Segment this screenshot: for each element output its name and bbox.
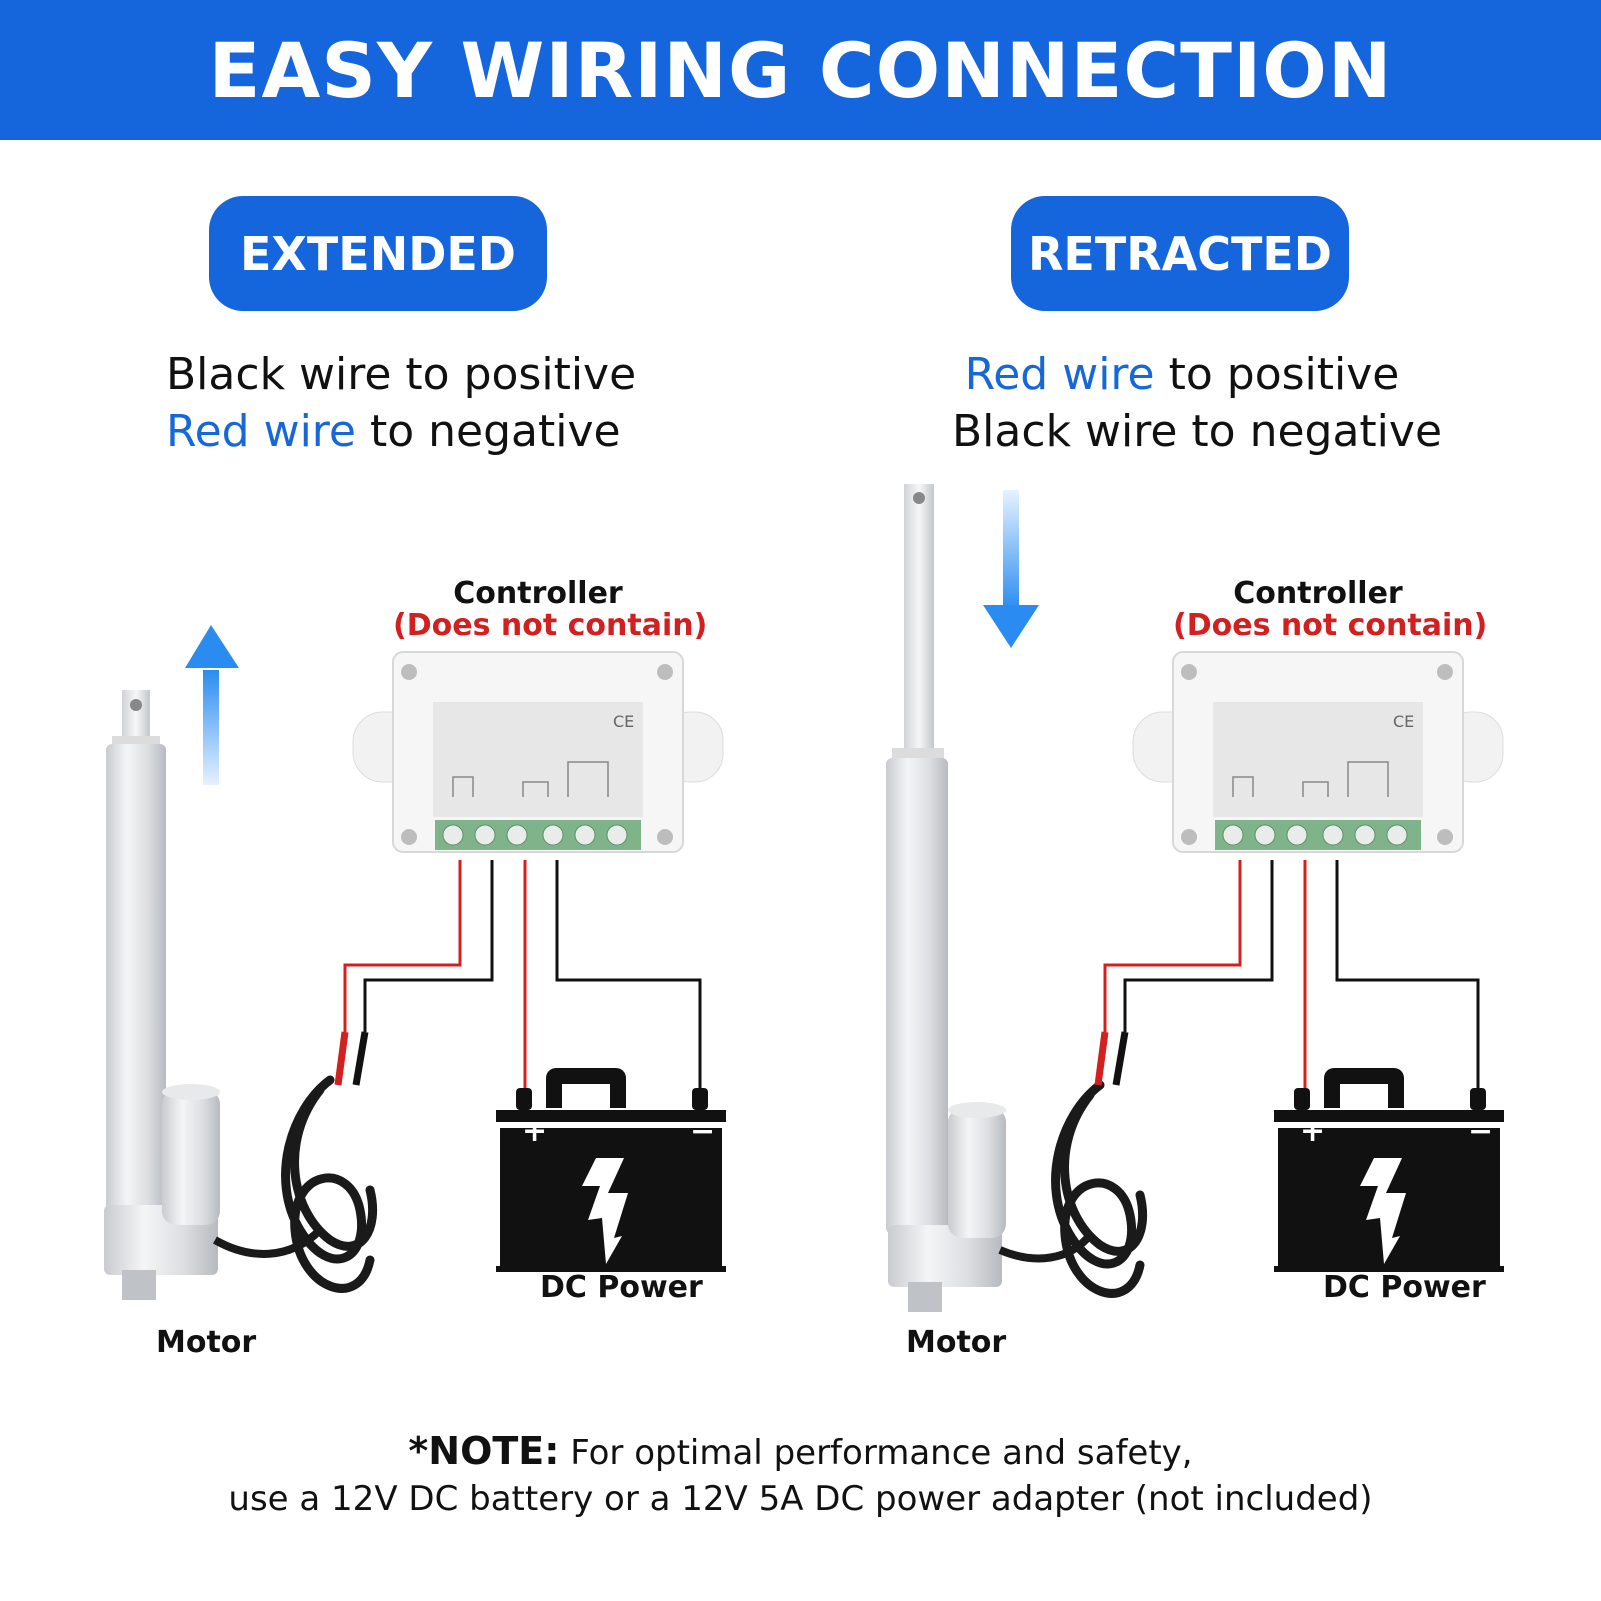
- retracted-line-1: Red wire to positive: [964, 349, 1400, 400]
- battery-left-minus: −: [690, 1114, 715, 1149]
- actuator-left: [104, 690, 323, 1300]
- wires-right: [1094, 860, 1480, 1090]
- note-line-2: use a 12V DC battery or a 12V 5A DC powe…: [228, 1479, 1373, 1519]
- power-right-label: DC Power: [1323, 1270, 1486, 1305]
- power-left-label: DC Power: [540, 1270, 703, 1305]
- motor-cable-coil-left: [286, 1080, 373, 1288]
- controller-right: [1132, 651, 1504, 853]
- arrow-down-icon: [983, 490, 1039, 648]
- header-banner: [0, 0, 1601, 140]
- extended-pill: EXTENDED: [209, 196, 547, 311]
- wires-left: [334, 860, 702, 1090]
- page-title: EASY WIRING CONNECTION: [208, 25, 1393, 115]
- retracted-line-2: Black wire to negative: [952, 406, 1443, 457]
- retracted-instructions: Red wire to positive Black wire to negat…: [952, 346, 1443, 460]
- controller-left: [352, 651, 724, 853]
- note-prefix: *NOTE:: [408, 1429, 560, 1473]
- battery-right: [1274, 1068, 1504, 1272]
- controller-right-note: (Does not contain): [1173, 608, 1488, 643]
- battery-left-plus: +: [522, 1114, 547, 1149]
- arrow-up-icon: [185, 625, 239, 785]
- extended-label: EXTENDED: [240, 226, 516, 281]
- extended-line-1: Black wire to positive: [166, 349, 637, 400]
- battery-right-plus: +: [1300, 1114, 1325, 1149]
- controller-left-label: Controller (Does not contain): [393, 576, 708, 643]
- extended-line-2: Red wire to negative: [166, 406, 621, 457]
- battery-left: [496, 1068, 726, 1272]
- retracted-label: RETRACTED: [1028, 226, 1332, 281]
- motor-cable-coil-right: [1056, 1085, 1143, 1293]
- footer-note: *NOTE: For optimal performance and safet…: [0, 1428, 1601, 1522]
- controller-right-label: Controller (Does not contain): [1173, 576, 1488, 643]
- extended-instructions: Black wire to positive Red wire to negat…: [166, 346, 636, 460]
- controller-left-note: (Does not contain): [393, 608, 708, 643]
- note-line-1: For optimal performance and safety,: [559, 1433, 1193, 1473]
- retracted-pill: RETRACTED: [1011, 196, 1349, 311]
- motor-left-label: Motor: [156, 1325, 257, 1360]
- actuator-right: [886, 484, 1094, 1312]
- motor-right-label: Motor: [906, 1325, 1007, 1360]
- battery-right-minus: −: [1468, 1114, 1493, 1149]
